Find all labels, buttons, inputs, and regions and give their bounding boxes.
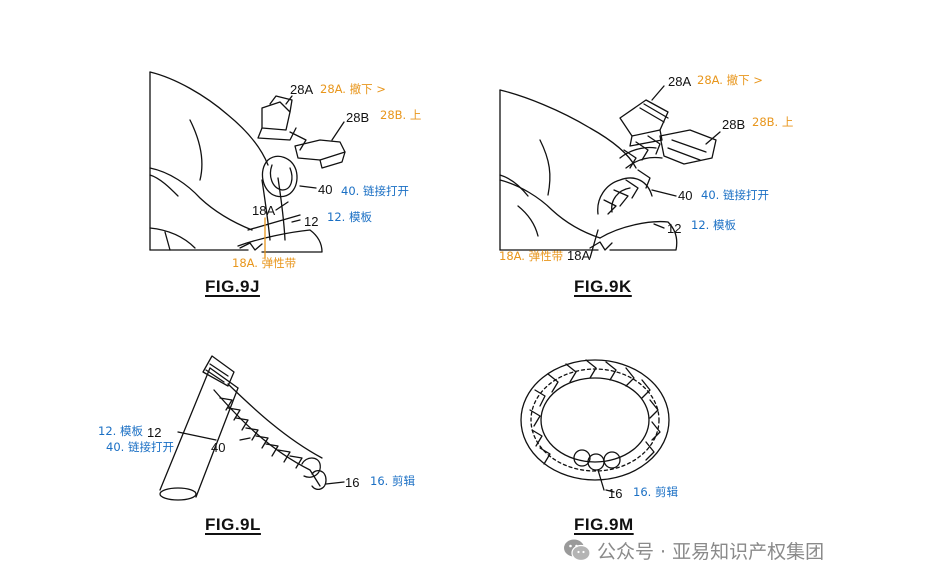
figure-title-9j: FIG.9J [205, 277, 260, 296]
annotation-18a-9j: 18A. 弹性带 [232, 256, 297, 270]
annotation-28a-9j: 28A. 撤下 > [320, 82, 386, 96]
annotation-12-9j: 12. 模板 [327, 210, 372, 224]
annotation-40-9k: 40. 链接打开 [701, 188, 769, 202]
ref-40-9k: 40 [678, 188, 693, 203]
ref-28a-9k: 28A [668, 74, 692, 89]
ref-12-9k: 12 [667, 221, 682, 236]
annotation-12-9k: 12. 模板 [691, 218, 736, 232]
fig-9l-drawing [159, 355, 345, 501]
watermark-text: 公众号 · 亚易知识产权集团 [597, 540, 825, 563]
annotation-12-9l: 12. 模板 [98, 424, 143, 438]
watermark: 公众号 · 亚易知识产权集团 [563, 536, 824, 564]
figure-title-9m: FIG.9M [574, 515, 634, 534]
annotation-18a-9k: 18A. 弹性带 [499, 249, 564, 263]
fig-9k-drawing [499, 85, 721, 259]
ref-18a-9k: 18A [567, 248, 591, 263]
annotation-40-9l: 40. 链接打开 [106, 440, 174, 454]
wechat-icon [564, 539, 591, 562]
fig-9j-drawing [149, 71, 346, 259]
ref-16-9m: 16 [608, 486, 623, 501]
annotation-40-9j: 40. 链接打开 [341, 184, 409, 198]
ref-28b-9j: 28B [346, 110, 370, 125]
annotation-28b-9j: 28B. 上 [380, 108, 422, 122]
annotation-28b-9k: 28B. 上 [752, 115, 794, 129]
annotation-16-9l: 16. 剪辑 [370, 474, 415, 488]
ref-18a-9j: 18A [252, 203, 276, 218]
figure-title-9k: FIG.9K [574, 277, 632, 296]
annotation-16-9m: 16. 剪辑 [633, 485, 678, 499]
fig-9m-drawing [520, 359, 670, 493]
ref-16-9l: 16 [345, 475, 360, 490]
ref-12-9l: 12 [147, 425, 162, 440]
ref-28a-9j: 28A [290, 82, 314, 97]
ref-12-9j: 12 [304, 214, 319, 229]
ref-40-9l: 40 [211, 440, 226, 455]
figure-title-9l: FIG.9L [205, 515, 261, 534]
annotation-28a-9k: 28A. 撤下 > [697, 73, 763, 87]
ref-40-9j: 40 [318, 182, 333, 197]
ref-28b-9k: 28B [722, 117, 746, 132]
